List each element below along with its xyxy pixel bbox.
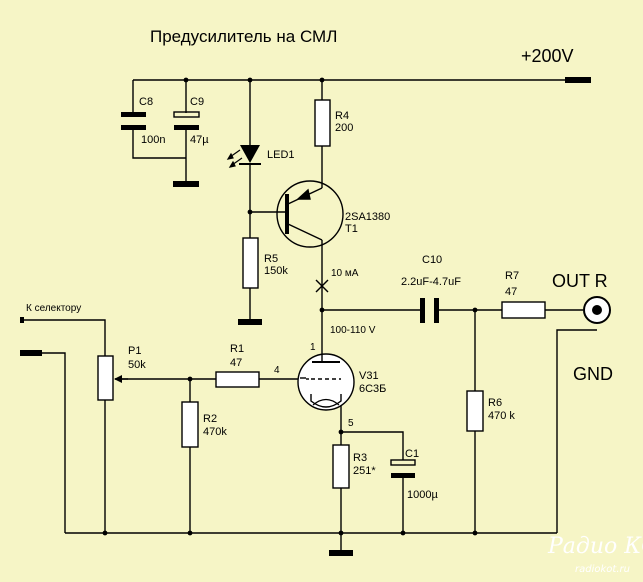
c9-value: 47µ (190, 134, 209, 146)
p1-ref: P1 (128, 345, 141, 357)
pin-4-label: 4 (274, 365, 280, 376)
c8-value: 100n (141, 134, 165, 146)
led-led1 (226, 145, 261, 168)
r6-ref: R6 (488, 397, 502, 409)
c9-ref: C9 (190, 96, 204, 108)
supply-label: +200V (521, 46, 574, 66)
capacitor-c8 (121, 112, 146, 130)
r5-ref: R5 (264, 253, 278, 265)
pin-1-label: 1 (310, 342, 316, 353)
r3-ref: R3 (353, 452, 367, 464)
pin-5-label: 5 (348, 418, 354, 429)
schematic-title: Предусилитель на СМЛ (150, 27, 337, 46)
r7-value: 47 (505, 286, 517, 298)
r3-value: 251* (353, 465, 376, 477)
watermark-logo: Радио КОТ (547, 534, 643, 559)
output-label: OUT R (552, 271, 608, 291)
input-signal-terminal (20, 317, 24, 323)
main-ground-mark (329, 550, 353, 556)
resistor-r4 (314, 99, 331, 147)
r2-ref: R2 (203, 413, 217, 425)
r1-ref: R1 (230, 343, 244, 355)
resistor-r1 (215, 371, 260, 388)
terminals (20, 77, 591, 556)
t1-ref: T1 (345, 223, 358, 235)
r5-value: 150k (264, 265, 288, 277)
c10-ref: C10 (422, 254, 442, 266)
output-jack (583, 296, 611, 324)
capacitor-c9 (173, 111, 200, 130)
v31-ref: V31 (359, 370, 379, 382)
resistor-r5 (242, 237, 259, 289)
transistor-t1 (276, 180, 344, 248)
r4-ref: R4 (335, 110, 349, 122)
c10-value: 2.2uF-4.7uF (401, 276, 461, 288)
r6-value: 470 k (488, 410, 515, 422)
led1-ref: LED1 (267, 149, 295, 161)
resistor-r6 (466, 390, 484, 432)
ground-label: GND (573, 364, 613, 384)
junctions (102, 77, 478, 536)
supply-terminal (565, 77, 591, 83)
r4-value: 200 (335, 122, 353, 134)
input-label: К селектору (26, 303, 81, 314)
capacitor-c1 (390, 459, 416, 478)
voltage-annotation: 100-110 V (330, 325, 376, 336)
resistor-r3 (332, 444, 350, 489)
c1-value: 1000µ (407, 489, 438, 501)
t1-type: 2SA1380 (345, 211, 390, 223)
wires (22, 79, 597, 552)
c1-ref: C1 (405, 448, 419, 460)
c9-ground-mark (173, 181, 199, 187)
input-ground-terminal (20, 350, 42, 356)
watermark-site: radiokot.ru (575, 564, 630, 575)
current-annotation: 10 мА (331, 268, 359, 279)
potentiometer-p1 (97, 355, 128, 401)
r1-value: 47 (230, 357, 242, 369)
resistor-r2 (181, 401, 199, 448)
c8-ref: C8 (139, 96, 153, 108)
capacitor-c10 (420, 298, 439, 323)
triode-v31 (297, 353, 355, 411)
r2-value: 470k (203, 426, 227, 438)
r7-ref: R7 (505, 270, 519, 282)
v31-type: 6С3Б (359, 383, 386, 395)
r5-ground-mark (238, 319, 262, 325)
p1-value: 50k (128, 359, 146, 371)
resistor-r7 (501, 301, 546, 319)
